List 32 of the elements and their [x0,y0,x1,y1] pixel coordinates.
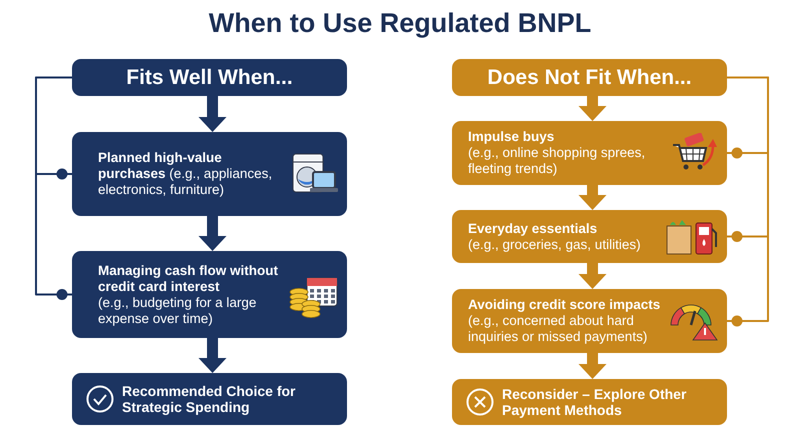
arrow [198,216,226,251]
result-box [72,373,347,425]
result-box [452,379,727,425]
item-example: (e.g., budgeting for a large expense over time) [98,294,258,326]
process-box [72,251,347,338]
item-heading: Managing cash flow without credit card interest [98,262,279,294]
arrow [578,96,606,121]
column-heading: Fits Well When... [125,66,294,90]
arrow [578,353,606,379]
item-example: (e.g., concerned about hard inquiries or missed payments) [468,313,648,345]
header-box [72,59,347,96]
arrow [198,338,226,373]
item-heading: Avoiding credit score impacts [468,297,662,313]
title: When to Use Regulated BNPL [208,8,592,39]
item-heading: Impulse buys [468,129,556,145]
bracket-connector [727,76,769,326]
column-heading: Does Not Fit When... [486,66,693,90]
arrow [198,96,226,132]
process-box [452,210,727,263]
item-example: (e.g., groceries, gas, utilities) [468,236,642,252]
item-text: Reconsider – Explore Other Payment Methods [502,386,688,418]
item-text: Planned high-value purchases (e.g., appliances, electronics, furniture) [98,150,274,198]
bracket-connector [35,76,72,300]
item-heading: Everyday essentials [468,220,598,236]
arrow [578,263,606,289]
item-example: (e.g., online shopping sprees, fleeting trends) [468,145,646,177]
process-box [72,132,347,216]
item-text: Recommended Choice for Strategic Spending [122,383,296,415]
process-box [452,121,727,185]
header-box [452,59,727,96]
process-box [452,289,727,353]
arrow [578,185,606,210]
